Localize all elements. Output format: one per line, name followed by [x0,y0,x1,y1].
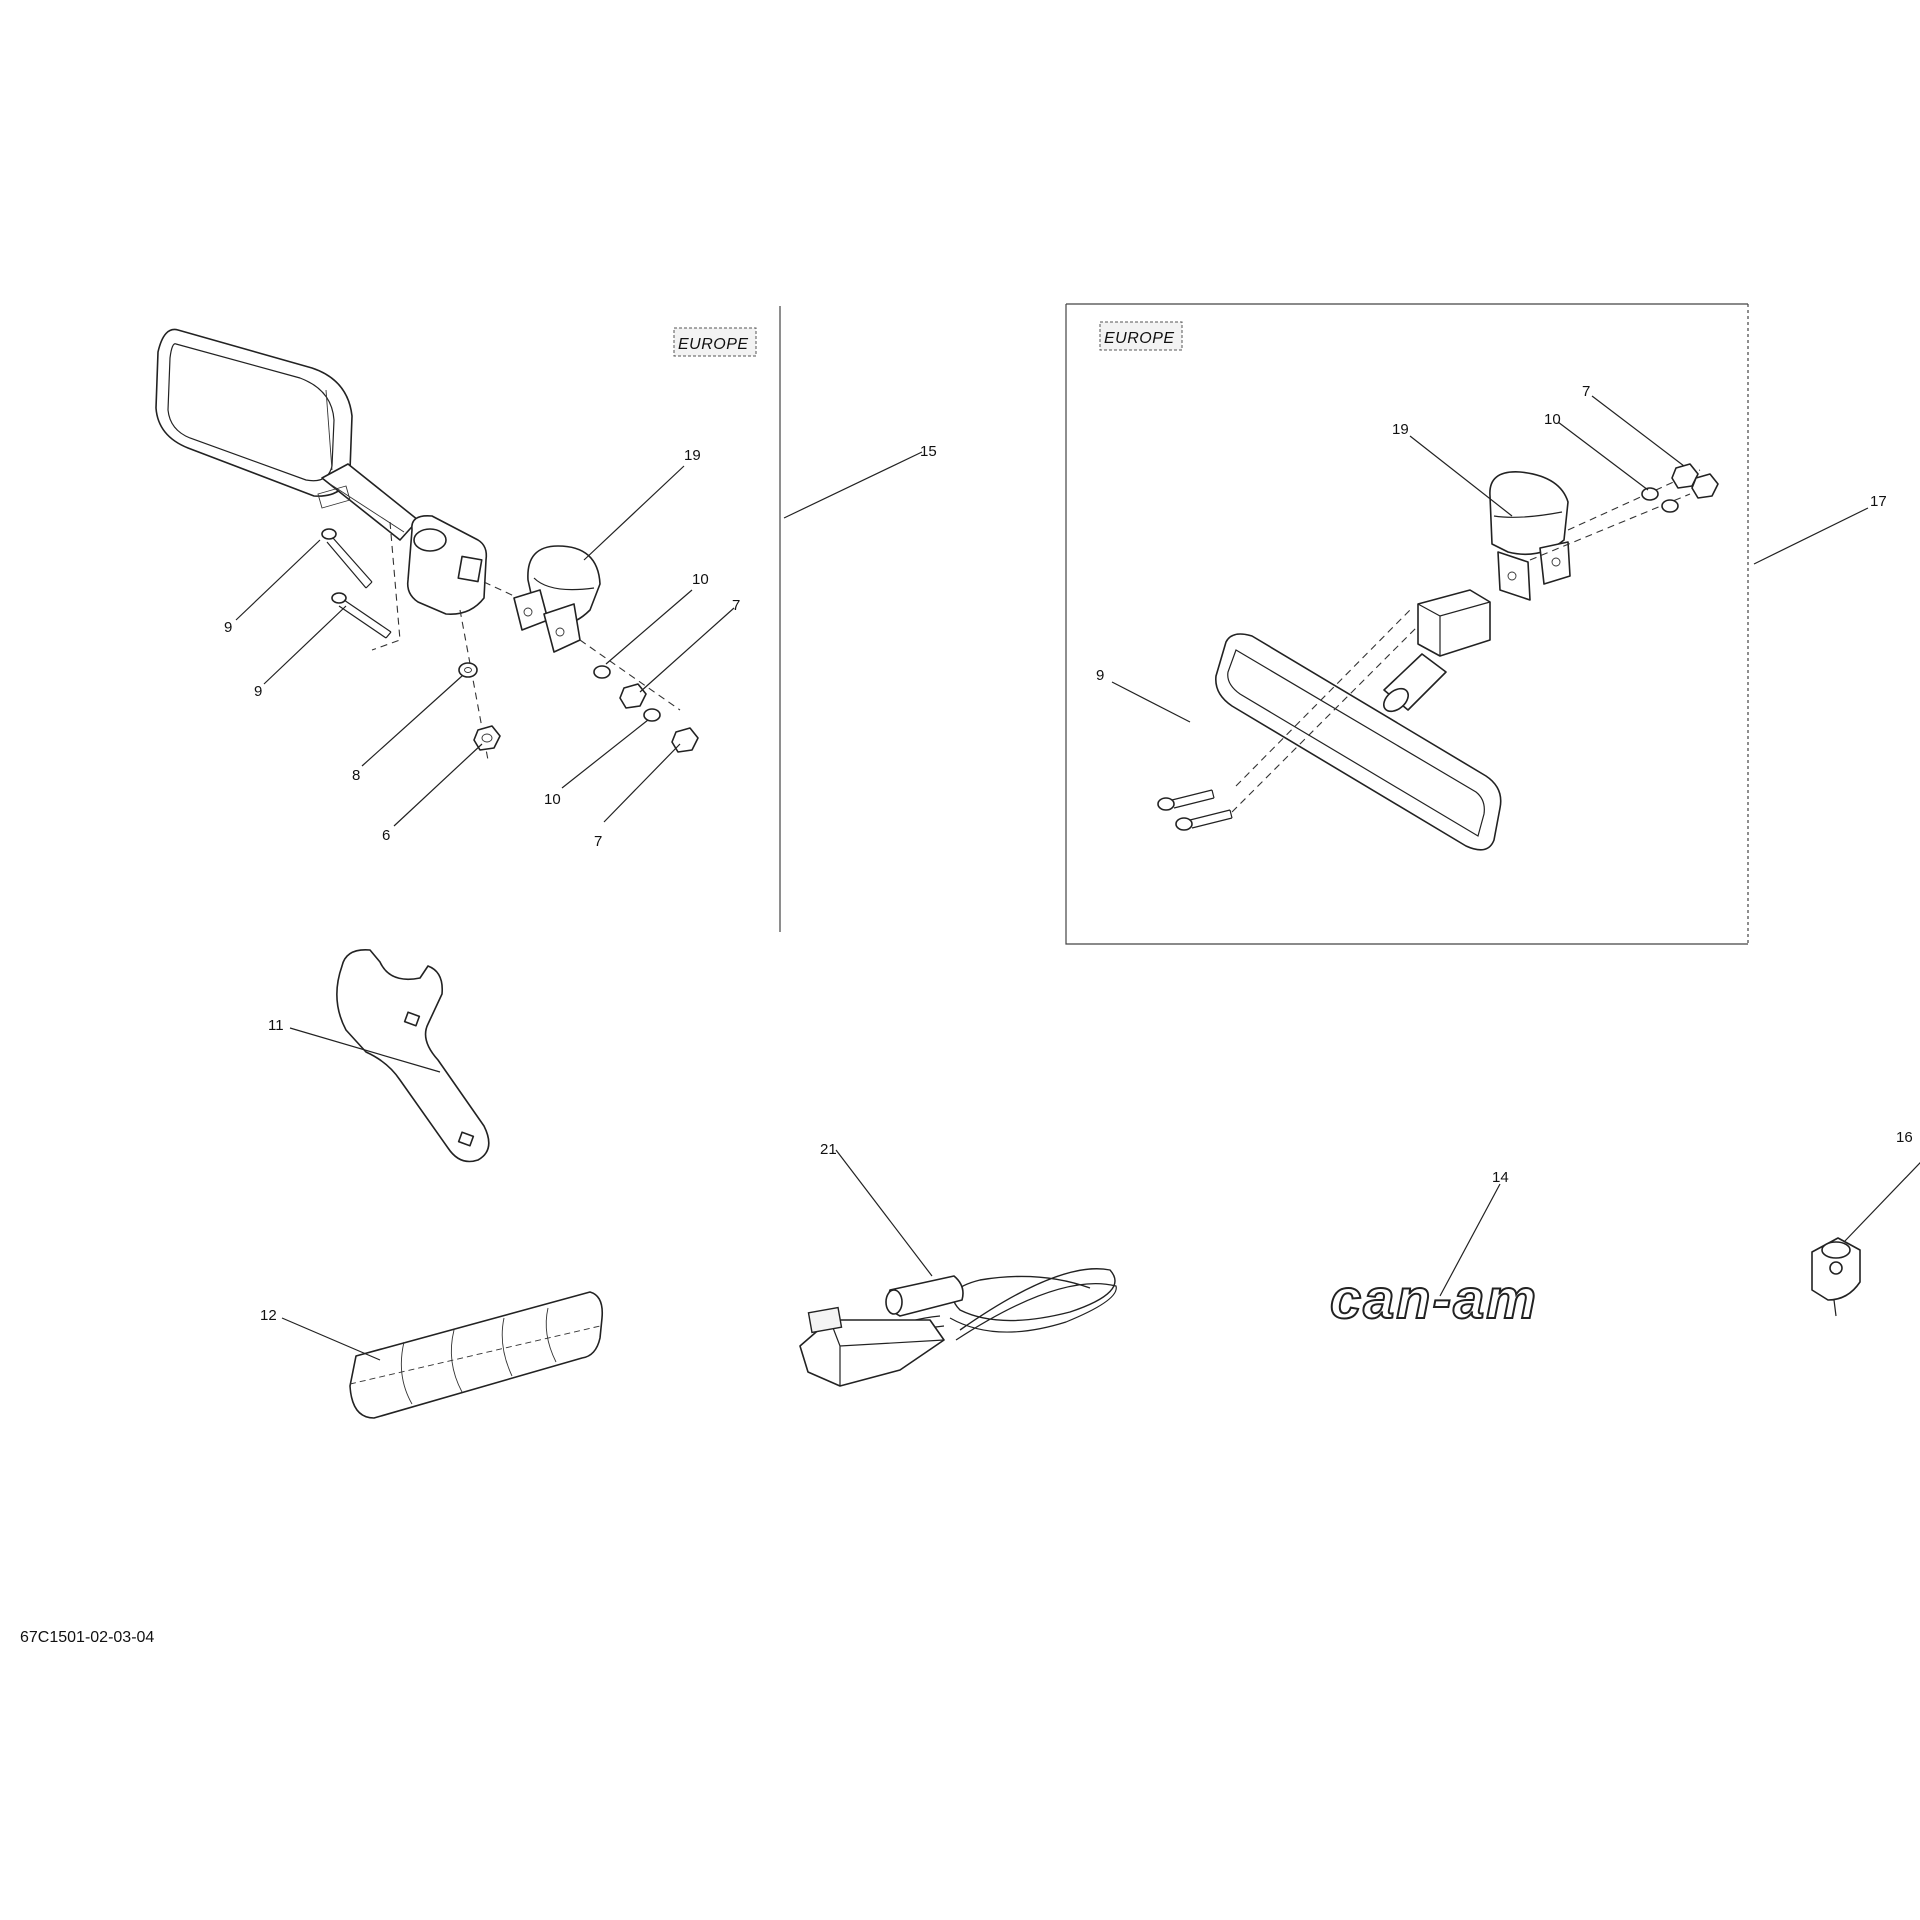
callout-11: 11 [268,1017,284,1034]
callout-9-left-upper: 9 [224,619,232,636]
rear-view-mirror-kit: EUROPE [1065,303,1749,945]
pipe-clamp-19-left [513,545,601,653]
drawing-code: 67C1501-02-03-04 [20,1629,154,1646]
callout-9-left-lower: 9 [254,683,262,700]
pipe-clamp-19-right [1489,471,1571,601]
bolt-9-right-a [1157,789,1215,811]
callout-6: 6 [382,827,390,844]
washer-10-left-a [593,665,611,679]
washer-8 [458,662,478,678]
europe-badge-right: EUROPE [1099,321,1183,351]
callout-8: 8 [352,767,360,784]
callout-19-left: 19 [684,447,701,464]
callout-7-left-lower: 7 [594,833,602,850]
europe-badge-right-text: EUROPE [1104,330,1175,347]
europe-badge-left: EUROPE [673,327,757,357]
callout-10-right: 10 [1544,411,1561,428]
callout-19-right: 19 [1392,421,1409,438]
washer-10-right-b [1661,499,1679,513]
kit-frame-17 [1065,303,1748,945]
washer-10-right-a [1641,487,1659,501]
side-mirror-assembly: EUROPE [155,327,757,761]
ignition-key-cap-16 [1811,1237,1861,1317]
rear-view-mirror-body [1215,633,1502,851]
callout-labels: 19 15 9 9 10 7 8 6 10 7 7 10 19 17 9 11 … [224,383,1913,1324]
callout-16: 16 [1896,1129,1913,1146]
callout-7-left-upper: 7 [732,597,740,614]
bolt-9-upper [321,528,373,589]
side-mirror-head [155,328,353,497]
can-am-decal-14: can-am [1329,1266,1538,1331]
nut-7-left-a [619,683,647,709]
nut-6 [473,725,501,751]
callout-21: 21 [820,1141,837,1158]
nut-7-right-b [1691,473,1719,499]
callout-10-left-lower: 10 [544,791,561,808]
leaders-right [1111,395,1869,723]
callout-9-right: 9 [1096,667,1104,684]
side-mirror-neck [321,463,419,541]
leaders-left [235,451,923,827]
logo-decal-text: can-am [1330,1267,1538,1330]
bolt-9-lower [331,592,392,639]
callout-12: 12 [260,1307,277,1324]
callout-15: 15 [920,443,937,460]
callout-10-left-upper: 10 [692,571,709,588]
callout-17: 17 [1870,493,1887,510]
grip-sleeve-12 [349,1291,604,1419]
bolt-9-right-b [1175,809,1233,831]
callout-7-right: 7 [1582,383,1590,400]
europe-badge-left-text: EUROPE [678,336,749,353]
washer-10-left-b [643,708,661,722]
rear-mirror-mount-block [1417,589,1491,657]
power-cable-21 [799,1268,1117,1387]
spanner-wrench-11 [336,949,490,1163]
callout-14: 14 [1492,1169,1509,1186]
